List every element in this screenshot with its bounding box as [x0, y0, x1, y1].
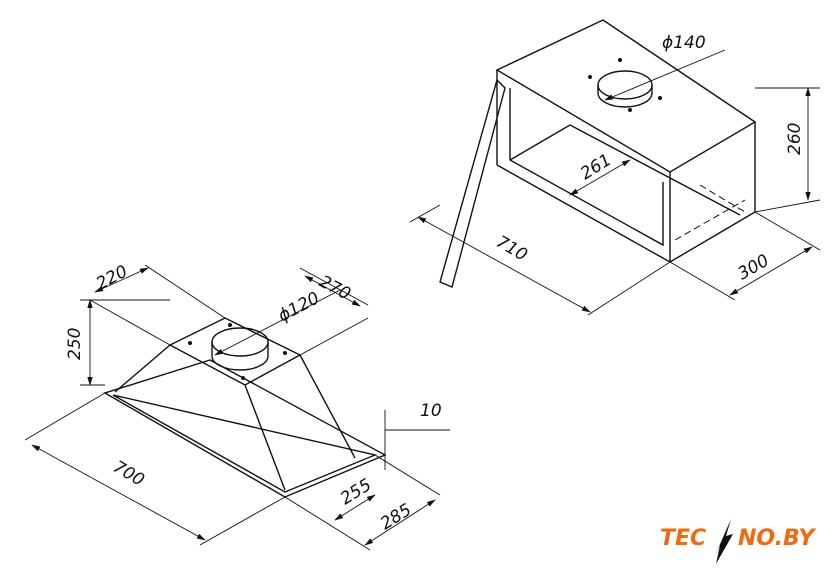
cabinet-with-hood: ϕ140 261 260 710 300 — [409, 19, 821, 316]
dim-duct-140: ϕ140 — [662, 33, 706, 53]
dim-duct-120: ϕ120 — [275, 288, 323, 326]
tecno-by-logo: TEC NO.BY — [660, 519, 817, 564]
dim-250: 250 — [65, 328, 85, 360]
svg-text:TEC: TEC — [660, 526, 706, 551]
built-in-hood: 220 270 ϕ120 250 700 10 255 285 — [24, 262, 450, 551]
lightning-bolt-icon — [714, 519, 733, 564]
dim-10: 10 — [420, 401, 442, 421]
dim-220: 220 — [93, 262, 131, 295]
dim-255: 255 — [337, 475, 375, 509]
dim-300: 300 — [735, 251, 773, 285]
svg-text:NO.BY: NO.BY — [738, 526, 817, 551]
dim-285: 285 — [377, 500, 415, 534]
dim-261: 261 — [577, 150, 615, 184]
dim-700: 700 — [110, 457, 148, 491]
dim-260: 260 — [785, 123, 805, 155]
dim-710: 710 — [493, 232, 531, 266]
